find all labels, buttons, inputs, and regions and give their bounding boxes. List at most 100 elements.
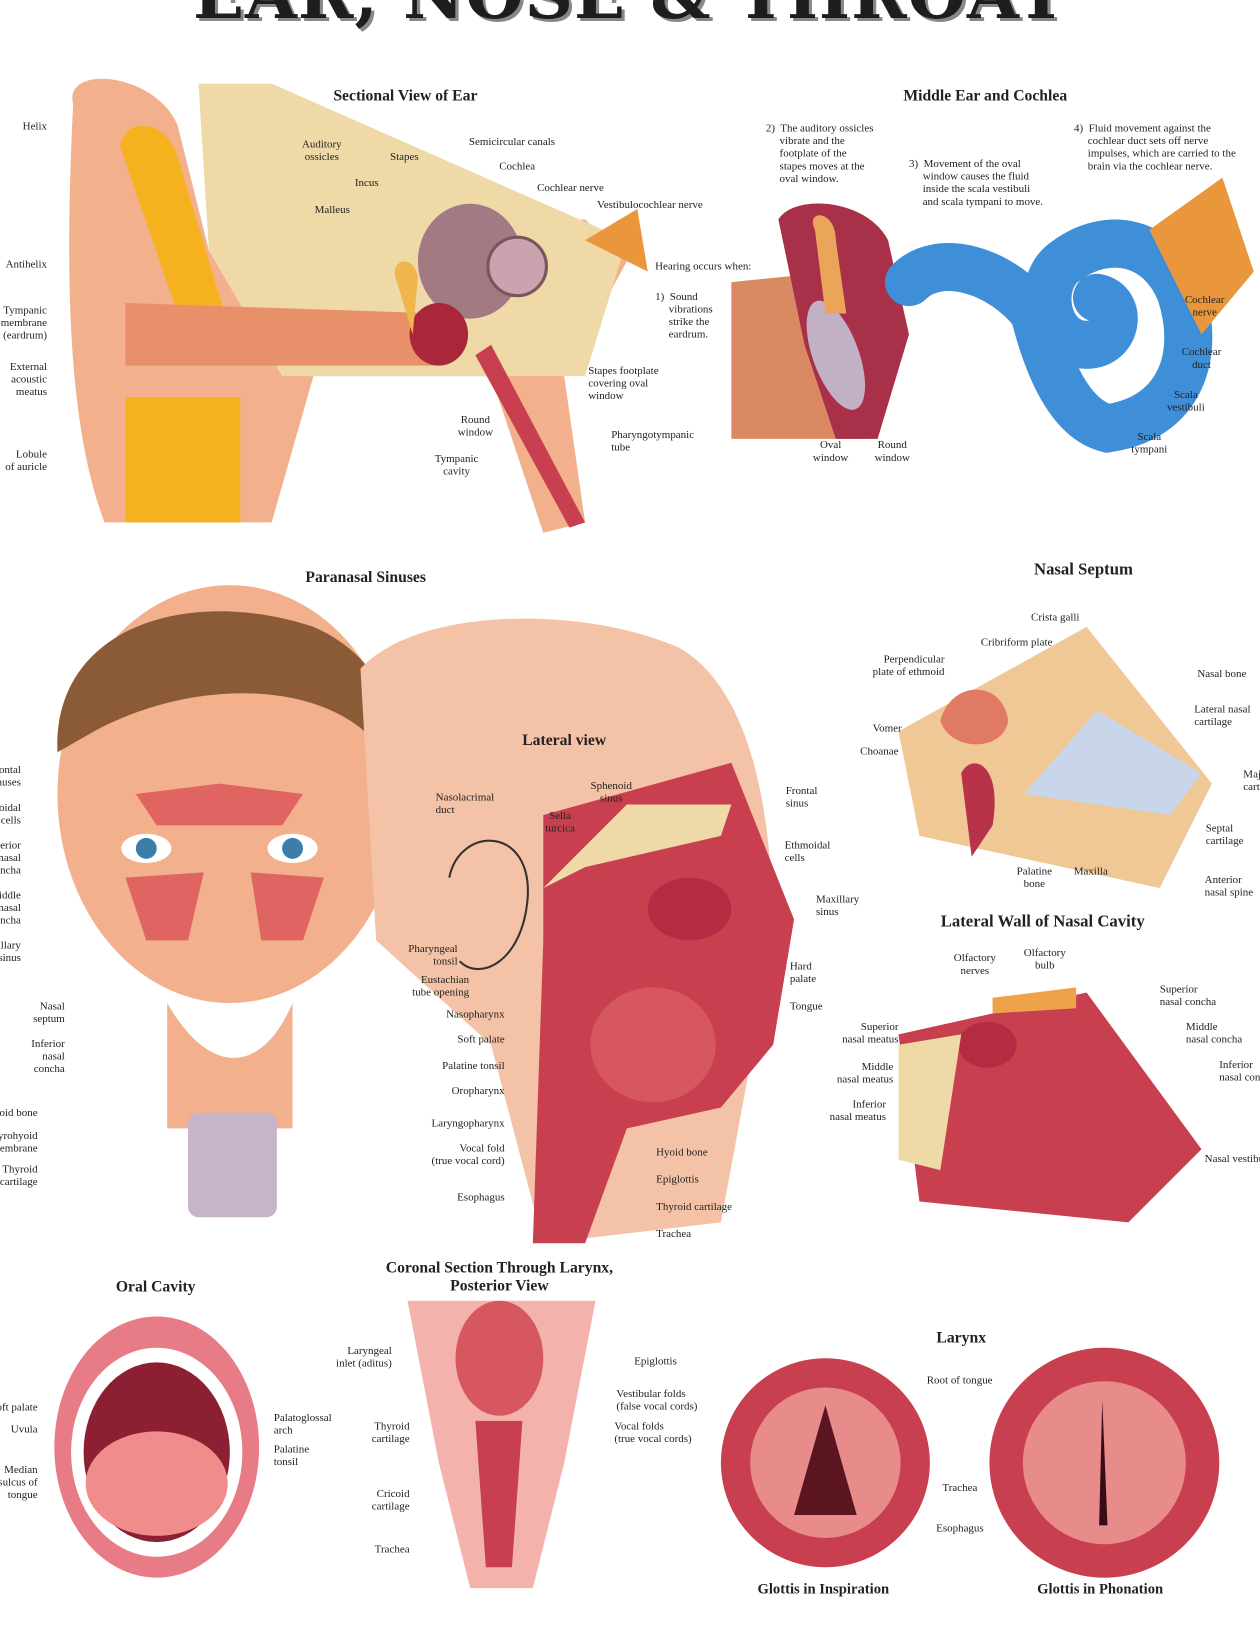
label-olfactory-bulb: Olfactory bulb	[1023, 947, 1066, 972]
glottis-illustrations	[720, 1347, 1220, 1578]
label-laryngeal-inlet-aditus: Laryngeal inlet (aditus)	[336, 1345, 392, 1370]
label-external-acoustic-meatus: External acoustic meatus	[9, 361, 48, 399]
label-nasolacrimal-duct: Nasolacrimal duct	[435, 791, 495, 816]
label-median-sulcus-of-tongue: Median sulcus of tongue	[0, 1464, 38, 1502]
label-antihelix: Antihelix	[5, 259, 48, 271]
label-thyroid-cartilage: Thyroid cartilage	[371, 1420, 410, 1445]
label-cricoid-cartilage: Cricoid cartilage	[371, 1488, 410, 1513]
poster-title: EAR, NOSE & THROAT	[0, 0, 1260, 34]
label-maxillary-sinus: Maxillary sinus	[0, 940, 21, 965]
label-inferior-nasal-concha: Inferior nasal concha	[1219, 1059, 1260, 1084]
label-laryngopharynx: Laryngopharynx	[431, 1117, 505, 1130]
section-title-middle-ear-and-cochlea: Middle Ear and Cochlea	[903, 87, 1068, 105]
label-vomer: Vomer	[872, 723, 902, 735]
label-nasal-vestibule: Nasal vestibule	[1204, 1153, 1260, 1165]
label-cribriform-plate: Cribriform plate	[980, 637, 1053, 649]
oral-cavity-illustration	[54, 1316, 260, 1578]
label-round-window: Round window	[874, 439, 910, 464]
label-vocal-folds-true-vocal-cords: Vocal folds (true vocal cords)	[614, 1420, 692, 1445]
label-nasal-septum: Nasal septum	[33, 1000, 65, 1025]
label-cochlear-duct: Cochlear duct	[1181, 346, 1222, 371]
lateral-view-illustration	[448, 762, 795, 1244]
label-superior-nasal-meatus: Superior nasal meatus	[842, 1021, 899, 1046]
label-stapes: Stapes	[390, 151, 419, 163]
label-glottis-in-phonation: Glottis in Phonation	[1037, 1581, 1164, 1598]
label-vestibular-folds-false-vocal-cords: Vestibular folds (false vocal cords)	[616, 1388, 698, 1413]
label-perpendicular-plate-of-ethmoid: Perpendicular plate of ethmoid	[872, 654, 945, 679]
section-title-lateral-wall-of-nasal-cavity: Lateral Wall of Nasal Cavity	[940, 913, 1145, 931]
label-auditory-ossicles: Auditory ossicles	[301, 138, 342, 163]
label-thyroid-cartilage: Thyroid cartilage	[656, 1201, 732, 1214]
label-thyroid-cartilage: Thyroid cartilage	[0, 1163, 38, 1188]
label-malleus: Malleus	[314, 204, 350, 217]
label-superior-nasal-concha: Superior nasal concha	[0, 840, 21, 877]
label-inferior-nasal-meatus: Inferior nasal meatus	[829, 1099, 886, 1124]
label-thyrohyoid-membrane: Thyrohyoid membrane	[0, 1130, 38, 1155]
label-lateral-nasal-cartilage: Lateral nasal cartilage	[1194, 704, 1251, 729]
label-hyoid-bone: Hyoid bone	[656, 1147, 708, 1159]
section-title-larynx: Larynx	[936, 1330, 987, 1347]
label-trachea: Trachea	[942, 1482, 978, 1495]
label-tympanic-cavity: Tympanic cavity	[434, 453, 479, 478]
label-hyoid-bone: Hyoid bone	[0, 1107, 38, 1119]
section-title-oral-cavity: Oral Cavity	[115, 1278, 196, 1296]
label-anterior-nasal-spine: Anterior nasal spine	[1204, 874, 1254, 899]
label-esophagus: Esophagus	[936, 1523, 984, 1535]
label-hearing-occurs-when: Hearing occurs when:	[655, 261, 752, 273]
label-maxilla: Maxilla	[1073, 866, 1108, 878]
label-uvula: Uvula	[10, 1424, 38, 1436]
label-vestibulocochlear-nerve: Vestibulocochlear nerve	[597, 199, 703, 212]
label-pharyngeal-tonsil: Pharyngeal tonsil	[408, 943, 458, 968]
label-palatine-tonsil: Palatine tonsil	[273, 1443, 310, 1468]
label-epiglottis: Epiglottis	[634, 1356, 677, 1368]
label-soft-palate: Soft palate	[0, 1402, 38, 1414]
label-pharyngotympanic-tube: Pharyngotympanic tube	[611, 429, 695, 454]
label-vocal-fold-true-vocal-cord: Vocal fold (true vocal cord)	[431, 1143, 505, 1168]
label-incus: Incus	[354, 177, 379, 190]
label-sphenoid-sinus: Sphenoid sinus	[590, 780, 632, 805]
label-nasopharynx: Nasopharynx	[446, 1009, 505, 1021]
label-trachea: Trachea	[374, 1544, 410, 1556]
label-oropharynx: Oropharynx	[451, 1085, 505, 1098]
section-title-nasal-septum: Nasal Septum	[1033, 561, 1133, 579]
label-tympanic-membrane-eardrum: Tympanic membrane (eardrum)	[0, 305, 48, 342]
label-sella-turcica: Sella turcica	[545, 810, 575, 835]
label-cochlear-nerve: Cochlear nerve	[1184, 294, 1225, 319]
label-middle-nasal-concha: Middle nasal concha	[0, 890, 21, 927]
label-frontal-sinus: Frontal sinus	[785, 785, 818, 810]
section-title-coronal-section-through-larynx-posterior-view: Coronal Section Through Larynx, Posterio…	[385, 1260, 614, 1295]
label-stapes-footplate-covering-oval-window: Stapes footplate covering oval window	[588, 365, 659, 403]
lateral-wall-illustration	[898, 987, 1202, 1223]
label-3-movement-of-the-oval-window-causes-the-fluid-inside-the-scala-vestibuli-and-scala-tympani-to-move: 3) Movement of the oval window causes th…	[908, 158, 1044, 208]
label-soft-palate: Soft palate	[457, 1034, 505, 1046]
label-cochlear-nerve: Cochlear nerve	[537, 182, 604, 195]
label-2-the-auditory-ossicles-vibrate-and-the-footplate-of-the-stapes-moves-at-the-oval-window: 2) The auditory ossicles vibrate and the…	[765, 123, 874, 185]
label-superior-nasal-concha: Superior nasal concha	[1159, 984, 1217, 1009]
label-inferior-nasal-concha: Inferior nasal concha	[31, 1038, 65, 1076]
label-oval-window: Oval window	[812, 439, 849, 464]
label-lobule-of-auricle: Lobule of auricle	[5, 449, 48, 474]
label-septal-cartilage: Septal cartilage	[1205, 823, 1244, 848]
coronal-larynx-illustration	[407, 1300, 596, 1589]
label-root-of-tongue: Root of tongue	[926, 1374, 993, 1387]
label-frontal-sinuses: Frontal sinuses	[0, 764, 21, 789]
label-epiglottis: Epiglottis	[656, 1174, 699, 1186]
label-glottis-in-inspiration: Glottis in Inspiration	[757, 1581, 890, 1598]
label-ethmoidal-cells: Ethmoidal cells	[0, 802, 21, 827]
label-choanae: Choanae	[860, 745, 899, 758]
label-middle-nasal-meatus: Middle nasal meatus	[836, 1061, 894, 1086]
ear-section-illustration	[69, 78, 648, 533]
label-scala-vestibuli: Scala vestibuli	[1166, 389, 1205, 414]
label-eustachian-tube-opening: Eustachian tube opening	[412, 974, 470, 999]
label-semicircular-canals: Semicircular canals	[468, 136, 556, 149]
section-title-lateral-view: Lateral view	[522, 732, 607, 750]
label-middle-nasal-concha: Middle nasal concha	[1185, 1021, 1243, 1046]
label-hard-palate: Hard palate	[789, 961, 817, 986]
label-crista-galli: Crista galli	[1031, 612, 1080, 624]
label-scala-tympani: Scala tympani	[1131, 431, 1168, 456]
label-maxillary-sinus: Maxillary sinus	[815, 894, 860, 919]
label-palatine-tonsil: Palatine tonsil	[442, 1060, 505, 1072]
cochlea-illustration	[731, 177, 1254, 453]
